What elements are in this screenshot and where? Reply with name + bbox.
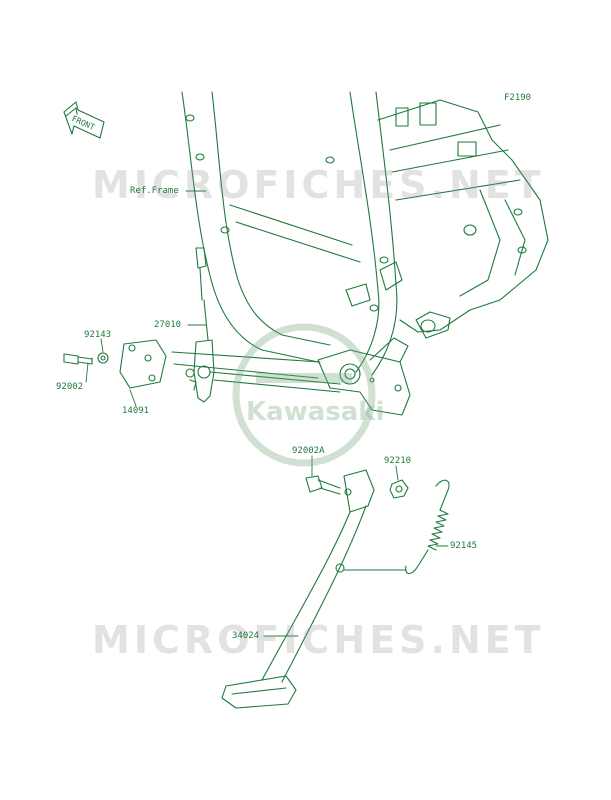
- front-arrow-icon: [63, 101, 105, 139]
- switch-plate: [119, 339, 167, 389]
- watermark-top: MICROFICHES.NET: [92, 163, 545, 207]
- callout-92210: 92210: [384, 456, 412, 466]
- callout-34024: 34024: [232, 631, 260, 641]
- callout-ref-frame: Ref.Frame: [130, 186, 179, 196]
- callout-92145: 92145: [450, 541, 478, 551]
- figure-code: F2190: [504, 93, 532, 103]
- callout-92002A: 92002A: [292, 446, 325, 456]
- side-stand-bracket: [317, 337, 411, 416]
- bolt-92002A: [305, 475, 352, 496]
- spring-92145: [335, 479, 450, 575]
- washer-92143: [97, 352, 109, 364]
- frame-pivot-plate: [345, 99, 549, 339]
- watermark-bottom: MICROFICHES.NET: [92, 618, 545, 662]
- frame-left-tube: [181, 91, 331, 363]
- brand-logo-ring: [232, 323, 376, 467]
- nut-92210: [389, 479, 409, 499]
- bolt-92002: [63, 353, 93, 365]
- side-stand-34024: [221, 469, 375, 709]
- frame-down-tube: [229, 91, 398, 376]
- callout-14091: 14091: [122, 406, 150, 416]
- callout-27010: 27010: [154, 320, 182, 330]
- leader-lines: [85, 190, 449, 637]
- callout-92002: 92002: [56, 382, 84, 392]
- side-stand-switch: [185, 247, 215, 403]
- brand-logo-text: Kawasaki: [246, 397, 385, 427]
- switch-shaft: [171, 351, 341, 393]
- callout-92143: 92143: [84, 330, 112, 340]
